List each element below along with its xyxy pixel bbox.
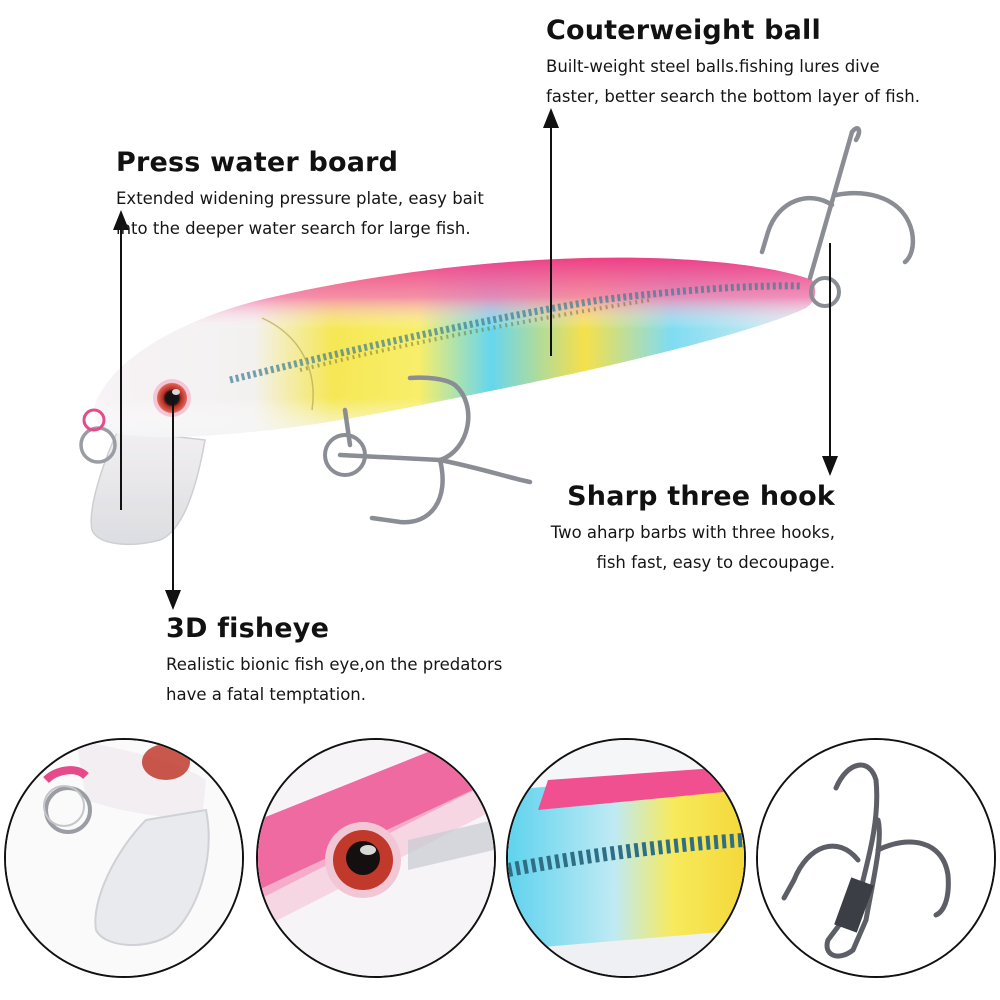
callout-line: Two aharp barbs with three hooks,: [550, 523, 835, 542]
lip-and-ring-closeup: [4, 738, 244, 978]
callout-description: Extended widening pressure plate, easy b…: [116, 184, 536, 244]
callout-description: Two aharp barbs with three hooks, fish f…: [500, 518, 835, 578]
scale-pattern-closeup: [506, 738, 746, 978]
tail-treble-hook: [759, 126, 916, 308]
belly-treble-hook: [323, 375, 533, 525]
callout-title: 3D fisheye: [166, 613, 330, 644]
treble-hook-closeup: [756, 738, 996, 978]
fisheye-closeup: [256, 738, 496, 978]
callout-description: Realistic bionic fish eye,on the predato…: [166, 650, 566, 710]
callout-line: Built-weight steel balls.fishing lures d…: [546, 57, 880, 76]
callout-description: Built-weight steel balls.fishing lures d…: [546, 52, 966, 112]
callout-line: into the deeper water search for large f…: [116, 219, 471, 238]
nose-split-ring: [79, 426, 117, 464]
lure-body: [94, 257, 816, 437]
callout-3d-fisheye: 3D fisheye Realistic bionic fish eye,on …: [166, 612, 566, 710]
callout-title: Press water board: [116, 147, 399, 178]
callout-title: Couterweight ball: [546, 15, 821, 46]
fisheye: [153, 379, 191, 417]
press-water-board-lip: [90, 429, 206, 546]
callout-press-water-board: Press water board Extended widening pres…: [116, 146, 536, 244]
callout-title: Sharp three hook: [567, 481, 835, 512]
callout-sharp-three-hook: Sharp three hook Two aharp barbs with th…: [500, 480, 835, 578]
callout-line: Extended widening pressure plate, easy b…: [116, 189, 484, 208]
callout-counterweight: Couterweight ball Built-weight steel bal…: [546, 14, 966, 112]
callout-line: faster, better search the bottom layer o…: [546, 87, 920, 106]
callout-line: fish fast, easy to decoupage.: [596, 553, 835, 572]
callout-line: have a fatal temptation.: [166, 685, 367, 704]
callout-line: Realistic bionic fish eye,on the predato…: [166, 655, 503, 674]
fishing-lure-illustration: [79, 108, 916, 610]
